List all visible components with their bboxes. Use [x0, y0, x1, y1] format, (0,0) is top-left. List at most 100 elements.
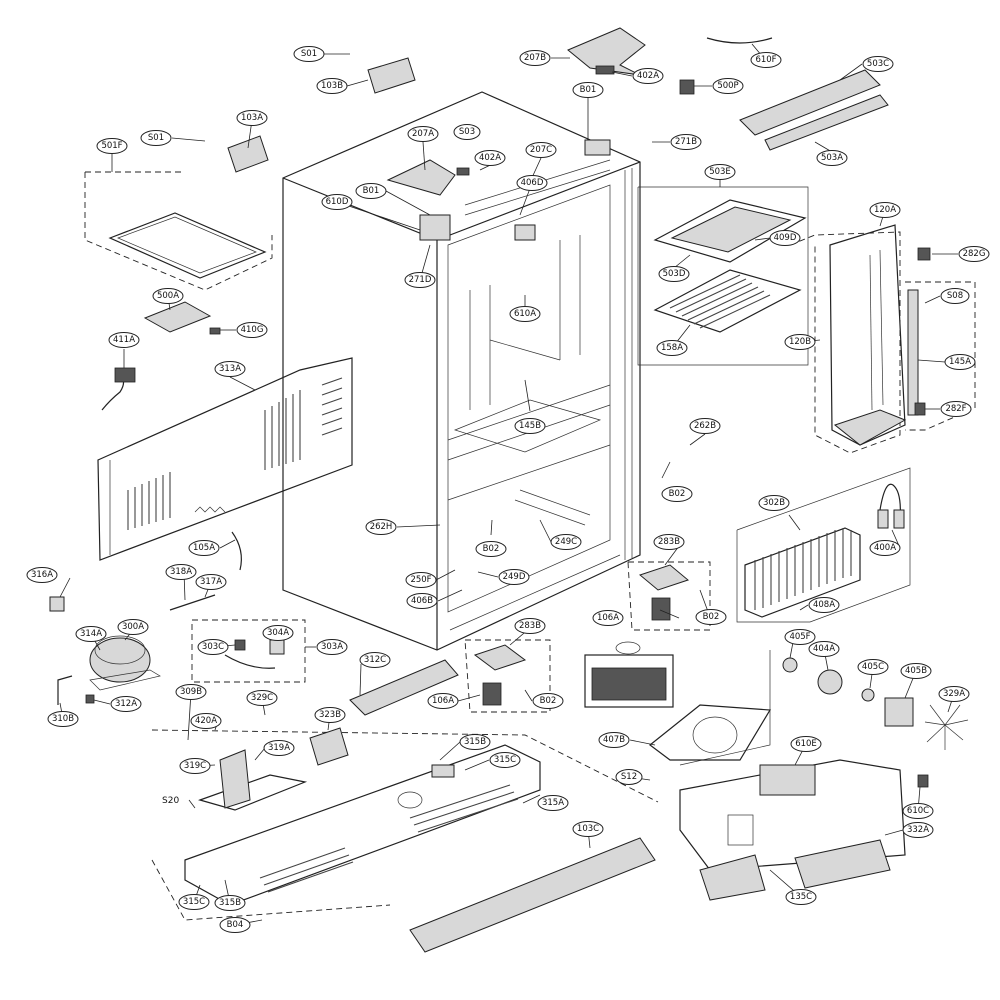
callout-106A-b[interactable]: 106A: [427, 693, 459, 709]
callout-303C[interactable]: 303C: [197, 639, 229, 655]
callout-S03[interactable]: S03: [453, 124, 481, 140]
callout-249C[interactable]: 249C: [550, 534, 582, 550]
callout-249D[interactable]: 249D: [498, 569, 530, 585]
callout-207C[interactable]: 207C: [525, 142, 557, 158]
callout-135C[interactable]: 135C: [785, 889, 817, 905]
callout-314A[interactable]: 314A: [75, 626, 107, 642]
svg-text:501F: 501F: [101, 141, 122, 151]
callout-S12[interactable]: S12: [615, 769, 643, 785]
callout-319C[interactable]: 319C: [179, 758, 211, 774]
callout-402A-mid[interactable]: 402A: [474, 150, 506, 166]
svg-text:262B: 262B: [694, 421, 716, 431]
callout-105A[interactable]: 105A: [188, 540, 220, 556]
callout-B02-b[interactable]: B02: [475, 541, 507, 557]
svg-text:300A: 300A: [122, 622, 144, 632]
callout-283B-b[interactable]: 283B: [514, 618, 546, 634]
callout-402A-top[interactable]: 402A: [632, 68, 664, 84]
callout-400A[interactable]: 400A: [869, 540, 901, 556]
callout-312A[interactable]: 312A: [110, 696, 142, 712]
callout-610D[interactable]: 610D: [321, 194, 353, 210]
callout-302B[interactable]: 302B: [758, 495, 790, 511]
svg-text:262H: 262H: [370, 522, 393, 532]
svg-text:420A: 420A: [195, 716, 217, 726]
callout-317A[interactable]: 317A: [195, 574, 227, 590]
callout-145B[interactable]: 145B: [514, 418, 546, 434]
callout-500P[interactable]: 500P: [712, 78, 744, 94]
callout-207A[interactable]: 207A: [407, 126, 439, 142]
callout-312C[interactable]: 312C: [359, 652, 391, 668]
callout-103A[interactable]: 103A: [236, 110, 268, 126]
svg-text:319C: 319C: [184, 761, 206, 771]
callout-316A[interactable]: 316A: [26, 567, 58, 583]
callout-262H[interactable]: 262H: [365, 519, 397, 535]
callout-610A[interactable]: 610A: [509, 306, 541, 322]
callout-409D[interactable]: 409D: [769, 230, 801, 246]
callout-313A[interactable]: 313A: [214, 361, 246, 377]
callout-158A[interactable]: 158A: [656, 340, 688, 356]
callout-503A[interactable]: 503A: [816, 150, 848, 166]
callout-B02-d[interactable]: B02: [532, 693, 564, 709]
callout-405B[interactable]: 405B: [900, 663, 932, 679]
callout-315B-b[interactable]: 315B: [214, 895, 246, 911]
callout-332A[interactable]: 332A: [902, 822, 934, 838]
callout-329C[interactable]: 329C: [246, 690, 278, 706]
callout-404A[interactable]: 404A: [808, 641, 840, 657]
callout-282G[interactable]: 282G: [958, 246, 990, 262]
callout-S01-mid[interactable]: S01: [140, 130, 172, 146]
callout-106A-a[interactable]: 106A: [592, 610, 624, 626]
svg-text:B02: B02: [703, 612, 720, 622]
callout-405F[interactable]: 405F: [784, 629, 816, 645]
callout-120A[interactable]: 120A: [869, 202, 901, 218]
callout-315C-a[interactable]: 315C: [489, 752, 521, 768]
callout-B02-a[interactable]: B02: [661, 486, 693, 502]
callout-207B[interactable]: 207B: [519, 50, 551, 66]
callout-S01-top[interactable]: S01: [293, 46, 325, 62]
callout-503C[interactable]: 503C: [862, 56, 894, 72]
callout-318A[interactable]: 318A: [165, 564, 197, 580]
callout-120B[interactable]: 120B: [784, 334, 816, 350]
callout-406D[interactable]: 406D: [516, 175, 548, 191]
callout-304A[interactable]: 304A: [262, 625, 294, 641]
callout-B01-mid[interactable]: B01: [355, 183, 387, 199]
callout-300A[interactable]: 300A: [117, 619, 149, 635]
callout-410G[interactable]: 410G: [236, 322, 268, 338]
callout-262B[interactable]: 262B: [689, 418, 721, 434]
svg-text:249C: 249C: [555, 537, 577, 547]
callout-420A[interactable]: 420A: [190, 713, 222, 729]
callout-610C[interactable]: 610C: [902, 803, 934, 819]
callout-271B[interactable]: 271B: [670, 134, 702, 150]
callout-310B[interactable]: 310B: [47, 711, 79, 727]
callout-103B[interactable]: 103B: [316, 78, 348, 94]
callout-315B-a[interactable]: 315B: [459, 734, 491, 750]
callout-610F[interactable]: 610F: [750, 52, 782, 68]
callout-315C-b[interactable]: 315C: [178, 894, 210, 910]
callout-B02-c[interactable]: B02: [695, 609, 727, 625]
callout-319A[interactable]: 319A: [263, 740, 295, 756]
callout-500A[interactable]: 500A: [152, 288, 184, 304]
callout-407B[interactable]: 407B: [598, 732, 630, 748]
callout-309B[interactable]: 309B: [175, 684, 207, 700]
callout-315A[interactable]: 315A: [537, 795, 569, 811]
callout-S08[interactable]: S08: [940, 288, 970, 304]
callout-405C[interactable]: 405C: [857, 659, 889, 675]
callout-501F[interactable]: 501F: [96, 138, 128, 154]
svg-text:S03: S03: [459, 127, 475, 137]
callout-406B[interactable]: 406B: [406, 593, 438, 609]
svg-text:313A: 313A: [219, 364, 241, 374]
callout-503D[interactable]: 503D: [658, 266, 690, 282]
callout-283B-a[interactable]: 283B: [653, 534, 685, 550]
callout-411A[interactable]: 411A: [108, 332, 140, 348]
callout-329A[interactable]: 329A: [938, 686, 970, 702]
callout-250F[interactable]: 250F: [405, 572, 437, 588]
callout-303A[interactable]: 303A: [316, 639, 348, 655]
callout-323B[interactable]: 323B: [314, 707, 346, 723]
callout-503E[interactable]: 503E: [704, 164, 736, 180]
callout-145A[interactable]: 145A: [944, 354, 976, 370]
callout-271D[interactable]: 271D: [404, 272, 436, 288]
callout-408A[interactable]: 408A: [808, 597, 840, 613]
callout-B01-top[interactable]: B01: [572, 82, 604, 98]
callout-282F[interactable]: 282F: [940, 401, 972, 417]
callout-610E[interactable]: 610E: [790, 736, 822, 752]
callout-B04[interactable]: B04: [219, 917, 251, 933]
callout-103C[interactable]: 103C: [572, 821, 604, 837]
